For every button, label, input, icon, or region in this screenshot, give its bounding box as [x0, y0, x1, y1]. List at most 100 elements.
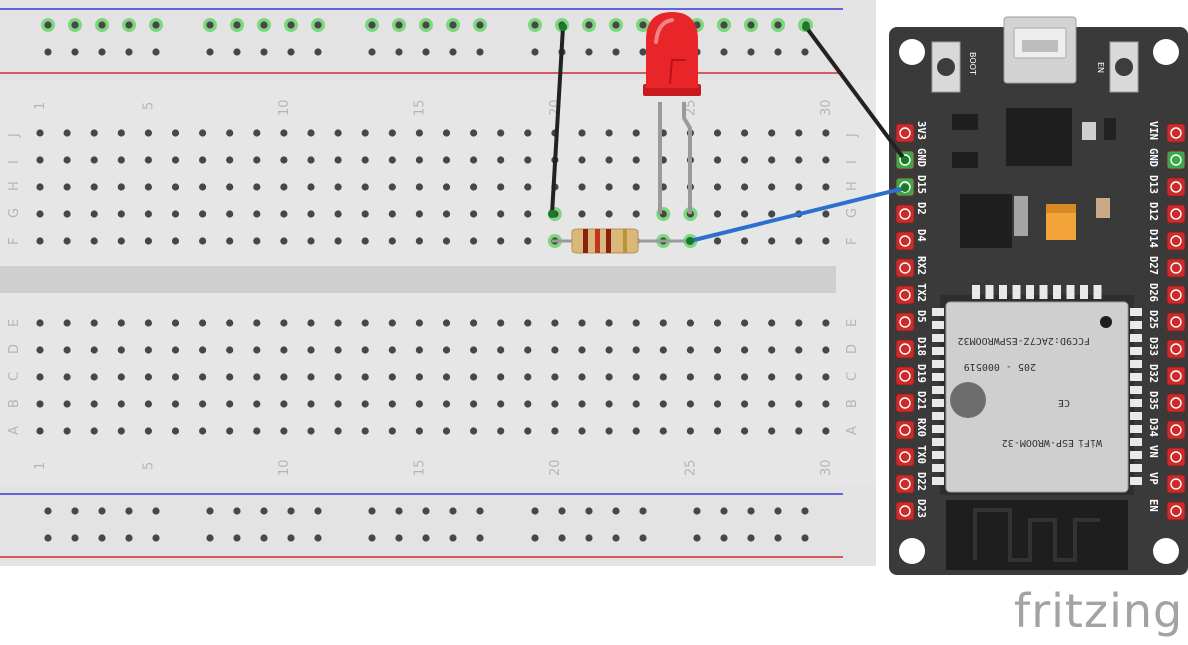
breadboard-hole[interactable]: [551, 319, 559, 327]
breadboard-hole[interactable]: [632, 210, 640, 218]
right-pin-pad[interactable]: [1166, 474, 1186, 494]
breadboard-hole[interactable]: [361, 210, 369, 218]
breadboard-hole[interactable]: [632, 373, 640, 381]
breadboard-hole[interactable]: [774, 534, 782, 542]
breadboard-hole[interactable]: [415, 319, 423, 327]
breadboard-hole[interactable]: [388, 427, 396, 435]
breadboard-hole[interactable]: [442, 319, 451, 327]
right-pin-pad[interactable]: [1166, 258, 1186, 278]
breadboard-hole[interactable]: [280, 319, 288, 327]
breadboard-hole[interactable]: [334, 373, 342, 381]
breadboard-hole[interactable]: [659, 400, 667, 408]
breadboard-hole[interactable]: [442, 373, 451, 381]
breadboard-hole[interactable]: [98, 534, 106, 542]
breadboard-hole[interactable]: [768, 210, 776, 218]
boot-button[interactable]: [931, 41, 961, 93]
breadboard-hole[interactable]: [395, 534, 403, 542]
breadboard-hole[interactable]: [558, 507, 566, 515]
right-pin-pad[interactable]: [1166, 285, 1186, 305]
breadboard-hole[interactable]: [497, 210, 505, 218]
breadboard-hole[interactable]: [90, 156, 98, 164]
breadboard-hole[interactable]: [171, 427, 180, 435]
breadboard-hole[interactable]: [117, 319, 125, 327]
breadboard-hole[interactable]: [713, 210, 722, 218]
breadboard-hole[interactable]: [713, 400, 722, 408]
left-pin-pad[interactable]: [895, 420, 915, 440]
breadboard-hole[interactable]: [747, 507, 755, 515]
breadboard-hole[interactable]: [361, 183, 369, 191]
breadboard-hole[interactable]: [334, 400, 342, 408]
breadboard-hole[interactable]: [422, 21, 430, 29]
breadboard-hole[interactable]: [639, 48, 647, 56]
breadboard-hole[interactable]: [774, 21, 782, 29]
breadboard-hole[interactable]: [307, 400, 315, 408]
breadboard-hole[interactable]: [287, 507, 295, 515]
breadboard-hole[interactable]: [795, 156, 803, 164]
breadboard-hole[interactable]: [741, 319, 749, 327]
breadboard-hole[interactable]: [822, 156, 830, 164]
breadboard-hole[interactable]: [639, 21, 647, 29]
breadboard-hole[interactable]: [233, 534, 241, 542]
right-pin-pad[interactable]: [1166, 312, 1186, 332]
breadboard-hole[interactable]: [774, 48, 782, 56]
breadboard-hole[interactable]: [36, 210, 44, 218]
breadboard-hole[interactable]: [720, 21, 728, 29]
breadboard-hole[interactable]: [578, 319, 586, 327]
breadboard-hole[interactable]: [361, 427, 369, 435]
breadboard-hole[interactable]: [117, 129, 125, 137]
breadboard-hole[interactable]: [632, 156, 640, 164]
breadboard-hole[interactable]: [822, 400, 830, 408]
breadboard-hole[interactable]: [152, 21, 160, 29]
breadboard-hole[interactable]: [280, 237, 288, 245]
breadboard-hole[interactable]: [822, 427, 830, 435]
left-pin-pad[interactable]: [895, 231, 915, 251]
breadboard-hole[interactable]: [442, 183, 451, 191]
breadboard-hole[interactable]: [334, 319, 342, 327]
breadboard-hole[interactable]: [531, 21, 539, 29]
breadboard-hole[interactable]: [741, 373, 749, 381]
breadboard-hole[interactable]: [822, 183, 830, 191]
breadboard-hole[interactable]: [199, 346, 207, 354]
breadboard-hole[interactable]: [117, 400, 125, 408]
breadboard-hole[interactable]: [415, 346, 423, 354]
breadboard-hole[interactable]: [63, 129, 71, 137]
right-pin-pad[interactable]: [1166, 501, 1186, 521]
breadboard-hole[interactable]: [98, 21, 106, 29]
breadboard-hole[interactable]: [605, 427, 613, 435]
breadboard-hole[interactable]: [63, 183, 71, 191]
breadboard-hole[interactable]: [253, 237, 261, 245]
breadboard-hole[interactable]: [152, 507, 160, 515]
breadboard-hole[interactable]: [822, 346, 830, 354]
breadboard-hole[interactable]: [90, 346, 98, 354]
breadboard-hole[interactable]: [795, 346, 803, 354]
breadboard-hole[interactable]: [415, 156, 423, 164]
wire-endpoint[interactable]: [548, 210, 556, 218]
breadboard-hole[interactable]: [470, 129, 478, 137]
breadboard-hole[interactable]: [171, 319, 180, 327]
breadboard-hole[interactable]: [206, 48, 214, 56]
left-pin-pad[interactable]: [895, 393, 915, 413]
breadboard-hole[interactable]: [476, 48, 484, 56]
breadboard-hole[interactable]: [720, 48, 728, 56]
breadboard-hole[interactable]: [71, 48, 79, 56]
breadboard-hole[interactable]: [470, 427, 478, 435]
breadboard-hole[interactable]: [307, 427, 315, 435]
breadboard-hole[interactable]: [497, 400, 505, 408]
breadboard-hole[interactable]: [741, 129, 749, 137]
breadboard-hole[interactable]: [497, 427, 505, 435]
breadboard-hole[interactable]: [314, 507, 322, 515]
breadboard-hole[interactable]: [307, 237, 315, 245]
breadboard-hole[interactable]: [524, 183, 532, 191]
breadboard-hole[interactable]: [659, 427, 667, 435]
breadboard-hole[interactable]: [801, 48, 809, 56]
breadboard-hole[interactable]: [63, 346, 71, 354]
breadboard-hole[interactable]: [361, 237, 369, 245]
breadboard-hole[interactable]: [171, 129, 180, 137]
breadboard-hole[interactable]: [36, 373, 44, 381]
breadboard-hole[interactable]: [605, 373, 613, 381]
breadboard-hole[interactable]: [693, 507, 701, 515]
breadboard-hole[interactable]: [659, 319, 667, 327]
breadboard-hole[interactable]: [388, 129, 396, 137]
breadboard-hole[interactable]: [368, 507, 376, 515]
breadboard-hole[interactable]: [90, 210, 98, 218]
